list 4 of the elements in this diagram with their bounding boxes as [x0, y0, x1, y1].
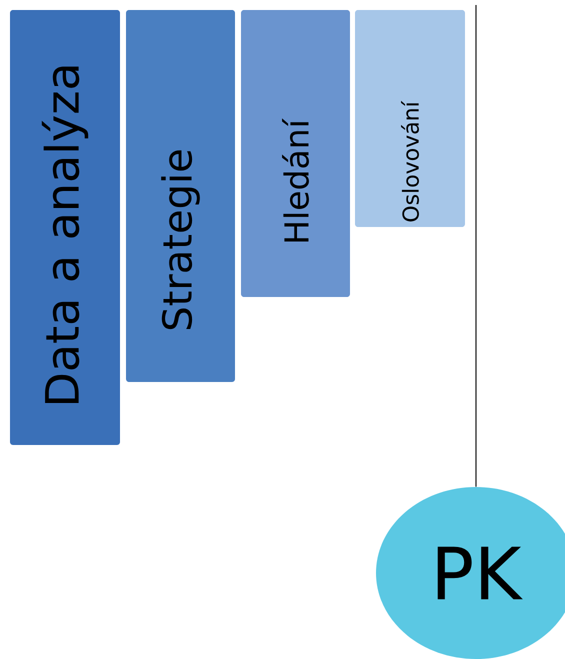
bar: Data a analýza — [10, 10, 120, 445]
bar: Oslovování — [355, 10, 465, 227]
bar: Strategie — [126, 10, 235, 382]
bar: Hledání — [241, 10, 350, 297]
